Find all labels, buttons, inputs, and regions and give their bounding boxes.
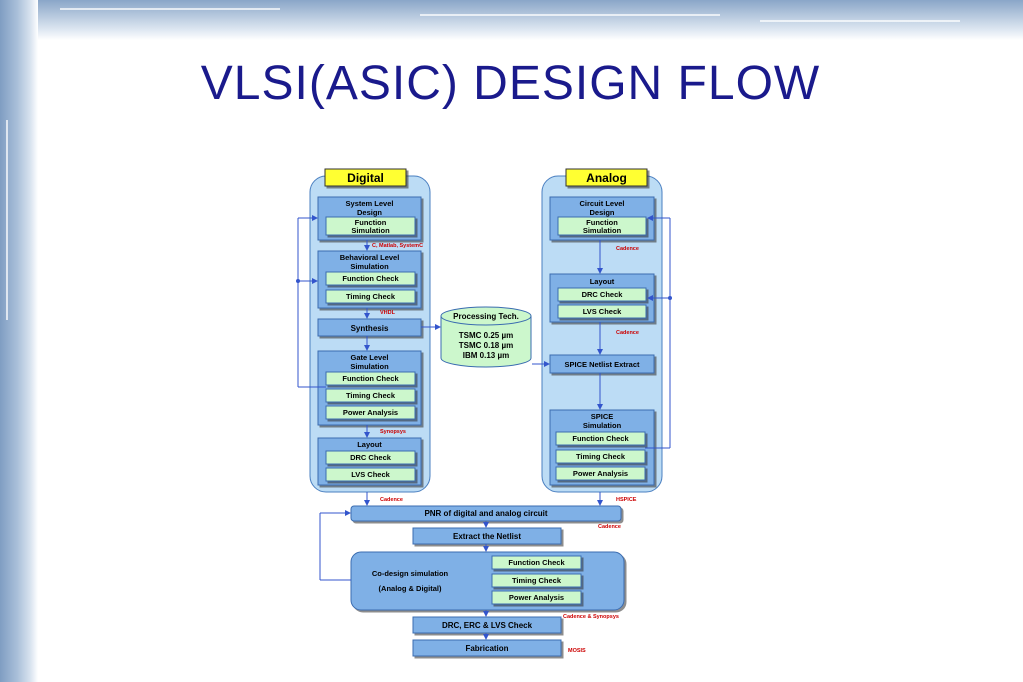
behavioral-label-2: Simulation [350,262,389,271]
digital-header-label: Digital [347,171,384,185]
note-vhdl: VHDL [380,310,396,316]
analog-header [565,168,648,187]
analog-drc-check-box [557,287,647,302]
frame-streak [420,14,720,16]
analog-lvs-check-box [557,304,647,319]
analog-drc-check-label: DRC Check [582,290,624,299]
digital-layout-label: Layout [357,440,382,449]
frame-streak [60,8,280,10]
gate-level-label-2: Simulation [350,362,389,371]
junction-dot [668,296,672,300]
note-hspice: HSPICE [616,497,637,503]
processing-line-3: IBM 0.13 µm [463,351,509,360]
note-c-matlab: C, Matlab, SystemC [372,243,423,249]
synthesis-label: Synthesis [351,324,389,333]
pnr-label: PNR of digital and analog circuit [424,509,547,518]
digital-drc-check-label: DRC Check [350,453,392,462]
gate-function-check-box [325,371,416,386]
drc-erc-lvs-label: DRC, ERC & LVS Check [442,621,533,630]
circuit-function-sim-label-1: Function [586,218,618,227]
behavioral-function-check-box [325,271,416,286]
processing-cylinder-top [440,306,532,326]
circuit-level-label-2: Design [589,208,614,217]
circuit-function-sim-label-2: Simulation [583,226,622,235]
gate-power-analysis-box [325,405,416,420]
spice-function-check-label: Function Check [572,434,629,443]
analog-layout-label: Layout [590,277,615,286]
spice-timing-check-box [555,449,646,464]
spice-function-check-box [555,431,646,446]
note-cadence-analog-2: Cadence [616,330,639,336]
spice-power-analysis-box [555,466,646,481]
frame-streak [6,120,8,320]
note-synopsys: Synopsys [380,429,406,435]
frame-left-border [0,0,38,682]
fabrication-label: Fabrication [465,644,508,653]
circuit-level-label-1: Circuit Level [579,199,624,208]
codesign-label-1: Co-design simulation [372,569,449,578]
fabrication-box [412,639,562,657]
spice-sim-label-1: SPICE [591,412,614,421]
co-power-analysis-box [491,590,582,605]
processing-line-1: TSMC 0.25 µm [459,331,513,340]
co-timing-check-label: Timing Check [512,576,562,585]
digital-drc-check-box [325,450,416,465]
note-cadence-pnr: Cadence [598,524,621,530]
spice-power-analysis-label: Power Analysis [573,469,628,478]
spice-sim-label-2: Simulation [583,421,622,430]
codesign-label-2: (Analog & Digital) [379,584,442,593]
junction-dot [296,279,300,283]
system-function-sim-box [325,216,416,236]
behavioral-label-1: Behavioral Level [340,253,400,262]
analog-header-label: Analog [586,171,627,185]
co-function-check-label: Function Check [508,558,565,567]
processing-cylinder [440,316,532,368]
digital-lvs-check-box [325,467,416,482]
behavioral-function-check-label: Function Check [342,274,399,283]
system-function-sim-label-2: Simulation [351,226,390,235]
spice-netlist-box [549,354,655,374]
digital-header [324,168,407,187]
extract-netlist-label: Extract the Netlist [453,532,521,541]
note-cadence-digital: Cadence [380,497,403,503]
frame-streak [760,20,960,22]
co-timing-check-box [491,573,582,588]
page-title: VLSI(ASIC) DESIGN FLOW [200,57,821,110]
gate-timing-check-box [325,388,416,403]
gate-timing-check-label: Timing Check [346,391,396,400]
co-function-check-box [491,555,582,570]
processing-line-2: TSMC 0.18 µm [459,341,513,350]
gate-function-check-label: Function Check [342,374,399,383]
behavioral-timing-check-box [325,289,416,304]
spice-timing-check-label: Timing Check [576,452,626,461]
codesign-box [350,551,625,611]
gate-level-label-1: Gate Level [351,353,389,362]
gate-power-analysis-label: Power Analysis [343,408,398,417]
analog-lvs-check-label: LVS Check [583,307,622,316]
circuit-function-sim-box [557,216,647,236]
behavioral-timing-check-label: Timing Check [346,292,396,301]
system-level-label-2: Design [357,208,382,217]
system-function-sim-label-1: Function [355,218,387,227]
drc-erc-lvs-box [412,616,562,634]
extract-netlist-box [412,527,562,545]
spice-netlist-label: SPICE Netlist Extract [564,360,640,369]
digital-lvs-check-label: LVS Check [351,470,390,479]
processing-title: Processing Tech. [453,312,519,321]
note-mosis: MOSIS [568,648,586,654]
note-cadence-synopsys: Cadence & Synopsys [563,614,619,620]
system-level-label-1: System Level [346,199,394,208]
co-power-analysis-label: Power Analysis [509,593,564,602]
note-cadence-analog-1: Cadence [616,246,639,252]
